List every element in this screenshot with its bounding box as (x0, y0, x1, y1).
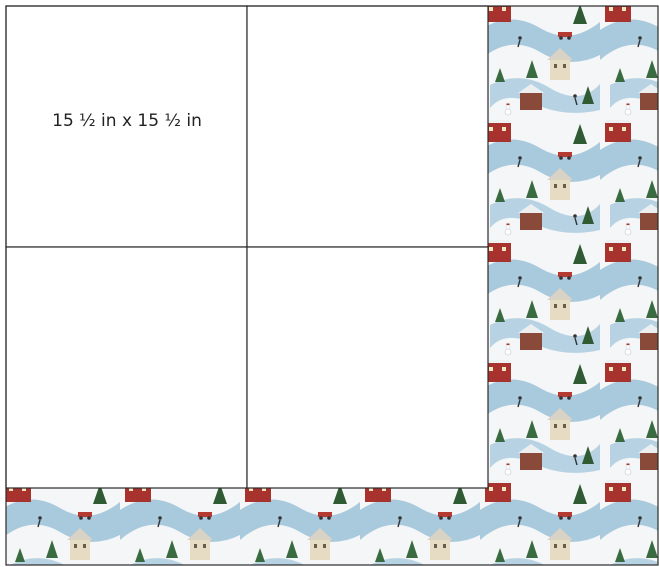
right-border-fabric (488, 6, 658, 488)
block-top-right (247, 6, 488, 247)
block-size-label: 15 ½ in x 15 ½ in (52, 111, 202, 131)
block-bottom-right (247, 247, 488, 488)
block-bottom-left (6, 247, 247, 488)
bottom-border-fabric (6, 488, 658, 565)
